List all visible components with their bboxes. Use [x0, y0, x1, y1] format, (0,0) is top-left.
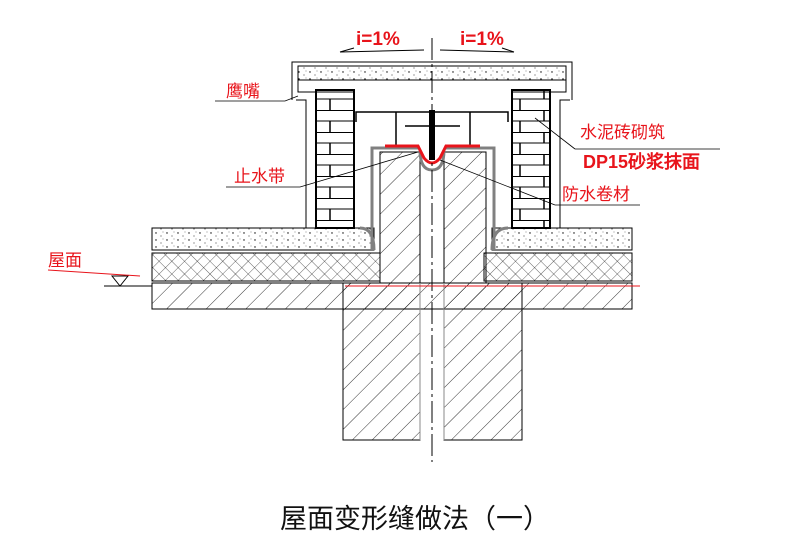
screed-layer	[151, 227, 633, 251]
waterstop-label: 止水带	[234, 167, 285, 187]
roof-surface-label: 屋面	[48, 251, 82, 271]
upstand-walls	[359, 146, 509, 284]
brick-piers	[296, 89, 570, 229]
leader-lines	[215, 95, 720, 206]
slope-label-left: i=1%	[356, 29, 400, 50]
slope-label-right: i=1%	[460, 29, 504, 50]
brick-masonry-label: 水泥砖砌筑	[580, 123, 665, 143]
insulation-layer	[151, 252, 633, 282]
waterproof-membrane-label: 防水卷材	[562, 185, 630, 205]
drip-edge-label: 鹰嘴	[226, 82, 260, 102]
level-marker	[47, 269, 640, 287]
structural-slab	[151, 282, 633, 441]
drawing-title: 屋面变形缝做法（一）	[280, 504, 550, 535]
mortar-finish-label: DP15砂浆抹面	[583, 152, 701, 172]
